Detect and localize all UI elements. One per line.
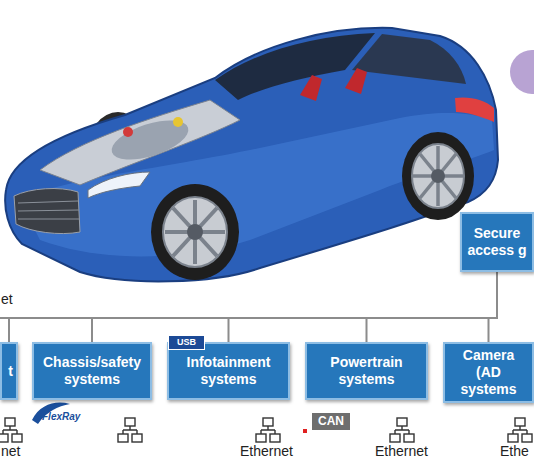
bus-label: et xyxy=(1,291,13,307)
box-label: Camera (AD systems xyxy=(445,347,532,398)
can-label: CAN xyxy=(312,413,350,430)
gateway-box: Secure access g xyxy=(460,212,534,272)
bus-label: net xyxy=(1,443,20,459)
system-box: Infotainment systems xyxy=(167,342,290,400)
usb-badge: USB xyxy=(168,335,205,350)
system-box: Camera (AD systems xyxy=(443,342,534,403)
bus-connector xyxy=(489,272,498,342)
system-box: t xyxy=(0,342,18,400)
flexray-logo-text: FlexRay xyxy=(42,409,80,425)
system-box: Powertrain systems xyxy=(305,342,428,400)
bus-label: Ethernet xyxy=(240,443,293,459)
system-box: Chassis/safety systems xyxy=(32,342,152,400)
bus-connector xyxy=(9,272,497,342)
bus-connector xyxy=(92,272,497,342)
box-label: Powertrain systems xyxy=(307,354,426,388)
box-label: Chassis/safety systems xyxy=(34,354,150,388)
bus-label: Ethernet xyxy=(375,443,428,459)
box-label: Secure access g xyxy=(462,225,532,259)
box-label: t xyxy=(8,363,16,380)
badge-circle xyxy=(510,50,534,94)
can-dot xyxy=(303,429,307,433)
bus-label: Ethe xyxy=(500,443,529,459)
box-label: Infotainment systems xyxy=(169,354,288,388)
bus-connector xyxy=(229,272,498,342)
bus-connector xyxy=(367,272,498,342)
